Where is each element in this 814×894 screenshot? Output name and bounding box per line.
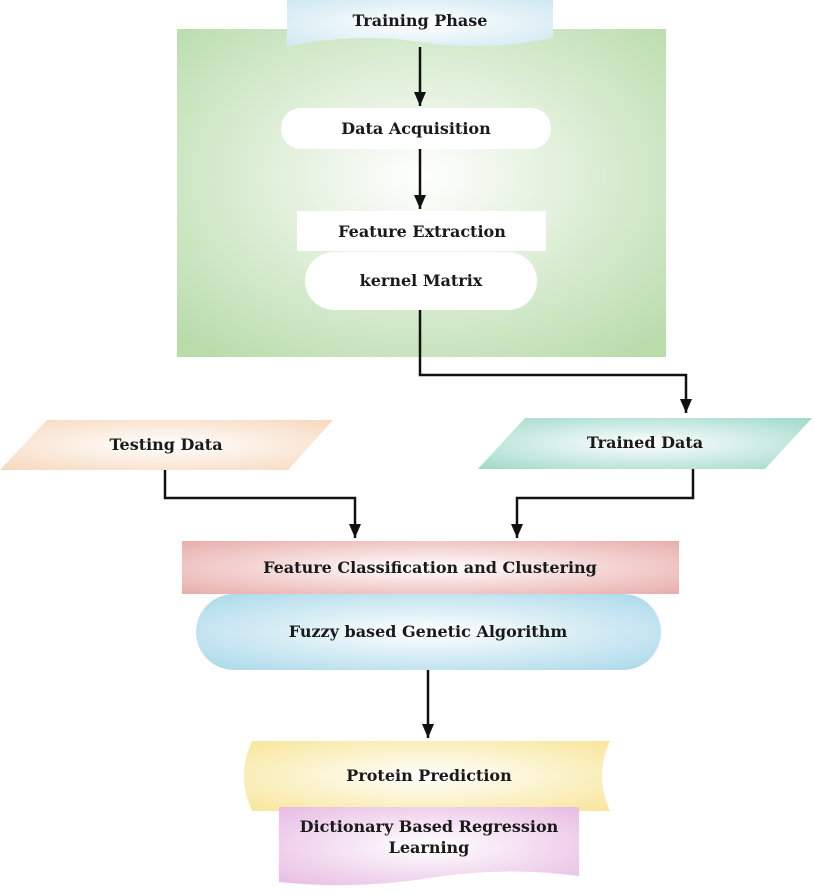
training-phase-node: Training Phase [287, 0, 553, 47]
testing-data-label: Testing Data [109, 435, 222, 454]
kernel-matrix-node: kernel Matrix [305, 252, 537, 310]
fuzzy-ga-node: Fuzzy based Genetic Algorithm [196, 594, 661, 670]
data-acquisition-label: Data Acquisition [341, 119, 491, 138]
dictionary-learning-label-line1: Dictionary Based Regression [300, 817, 559, 836]
protein-prediction-node: Protein Prediction [244, 741, 610, 811]
arrow-kernel-to-trained [418, 310, 692, 413]
arrow-trained-to-classification [511, 469, 695, 538]
arrow-testing-to-classification [163, 470, 361, 538]
trained-data-node: Trained Data [478, 418, 812, 469]
data-acquisition-node: Data Acquisition [281, 108, 551, 149]
feature-extraction-node: Feature Extraction [297, 211, 546, 251]
testing-data-node: Testing Data [0, 420, 333, 470]
dictionary-learning-label-line2: Learning [389, 838, 470, 857]
kernel-matrix-label: kernel Matrix [360, 271, 483, 290]
feature-classification-node: Feature Classification and Clustering [182, 541, 679, 594]
protein-prediction-label: Protein Prediction [346, 766, 512, 785]
fuzzy-ga-label: Fuzzy based Genetic Algorithm [289, 622, 568, 641]
training-phase-label: Training Phase [353, 11, 488, 30]
feature-extraction-label: Feature Extraction [338, 222, 506, 241]
feature-classification-label: Feature Classification and Clustering [263, 558, 597, 577]
dictionary-learning-node: Dictionary Based Regression Learning [279, 807, 579, 886]
trained-data-label: Trained Data [587, 433, 703, 452]
